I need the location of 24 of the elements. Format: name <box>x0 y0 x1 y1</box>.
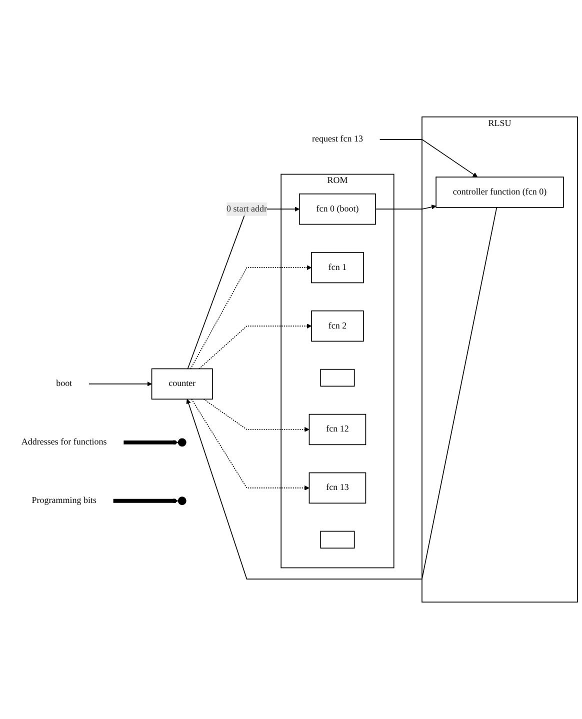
edge-label: 0 start addr <box>226 202 268 216</box>
block-box: fcn 1 <box>311 252 364 284</box>
arrow <box>375 204 436 210</box>
text-label: boot <box>56 378 72 388</box>
arrow <box>190 265 312 370</box>
block-box: fcn 2 <box>311 310 364 342</box>
arrow <box>88 381 152 386</box>
text-label: request fcn 13 <box>312 134 363 144</box>
text-label: Programming bits <box>32 496 96 506</box>
pointer-arrow <box>113 498 178 504</box>
arrow <box>203 398 310 432</box>
memory-segment-box <box>320 368 355 387</box>
arrow <box>186 207 498 580</box>
pointer-arrow <box>124 440 178 445</box>
block-box: fcn 12 <box>308 414 366 446</box>
block-box: counter <box>151 368 213 400</box>
arrow <box>379 138 478 178</box>
block-box: fcn 0 (boot) <box>298 194 376 225</box>
block-box: fcn 13 <box>308 472 366 504</box>
arrow <box>198 324 312 370</box>
block-box: controller function (fcn 0) <box>436 176 564 208</box>
memory-segment-box <box>320 530 355 549</box>
text-label: Addresses for functions <box>21 437 107 447</box>
arrow <box>191 398 310 490</box>
